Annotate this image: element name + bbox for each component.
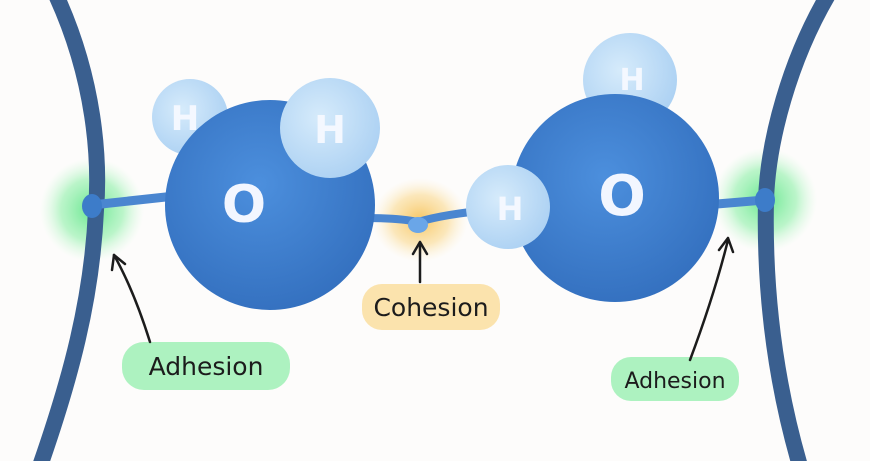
cohesion-label: Cohesion: [373, 293, 488, 322]
oxygen-label-right: O: [598, 164, 646, 229]
adhesion-bond-left: [87, 191, 180, 210]
arrow-cohesion: [411, 240, 429, 284]
hydrogen-label-left-1: H: [171, 99, 199, 139]
cohesion-point: [408, 217, 428, 233]
arrow-adhesion-left: [110, 253, 152, 344]
hydrogen-atom-left-2: [280, 78, 380, 178]
adhesion-tag-glow-right: [611, 357, 739, 401]
adhesion-label-right: Adhesion: [624, 369, 725, 394]
hydrogen-atom-right-2: [466, 165, 550, 249]
adhesion-point-left: [82, 194, 102, 218]
oxygen-atom-right: [511, 94, 719, 302]
adhesion-tag-glow-left: [122, 342, 290, 390]
arrow-adhesion-right: [688, 236, 735, 362]
hydrogen-label-right-2: H: [497, 190, 524, 228]
oxygen-label-left: O: [222, 175, 266, 235]
hydrogen-label-left-2: H: [314, 108, 346, 152]
cohesion-tag-glow: [362, 284, 500, 330]
hydrogen-label-right-1: H: [619, 63, 644, 98]
adhesion-label-left: Adhesion: [149, 352, 264, 381]
adhesion-point-right: [755, 188, 775, 212]
